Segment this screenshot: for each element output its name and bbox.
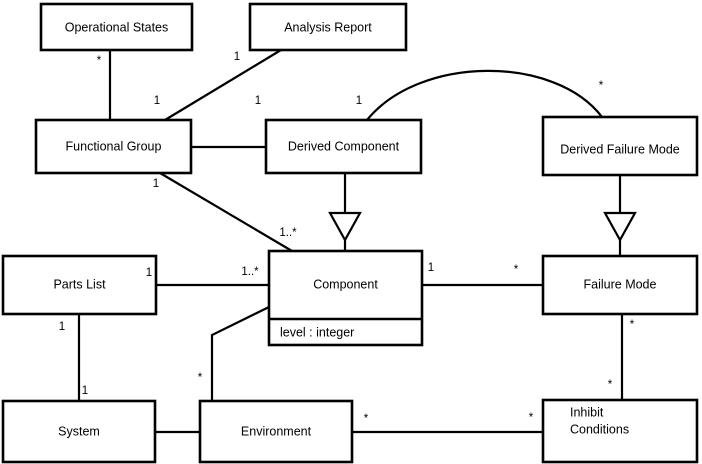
multiplicity-label: 1 bbox=[146, 267, 152, 279]
generalization-derived-failure-mode-to-failure-mode bbox=[603, 175, 637, 256]
association-functional-group-analysis-report bbox=[164, 49, 282, 121]
multiplicity-label: * bbox=[198, 372, 203, 384]
multiplicity-label: * bbox=[364, 413, 369, 425]
multiplicity-label: 1..* bbox=[279, 227, 297, 239]
class-parts-list[interactable]: Parts List bbox=[1, 254, 158, 316]
multiplicity-label: 1 bbox=[234, 51, 240, 63]
class-box[interactable] bbox=[541, 115, 699, 177]
class-box[interactable] bbox=[267, 249, 424, 347]
class-box[interactable] bbox=[248, 2, 408, 52]
class-box[interactable] bbox=[541, 254, 699, 316]
class-name-label: Parts List bbox=[53, 277, 106, 291]
class-name-label: Operational States bbox=[65, 20, 169, 34]
class-box[interactable] bbox=[264, 118, 423, 175]
class-attribute-label: level : integer bbox=[280, 325, 354, 339]
association-derived-component-derived-failure-mode bbox=[366, 69, 603, 121]
generalization-triangle-icon bbox=[603, 211, 637, 243]
association-component-environment bbox=[210, 306, 270, 401]
association-lines bbox=[77, 49, 624, 434]
multiplicity-label: * bbox=[97, 55, 102, 67]
class-name-label: System bbox=[58, 424, 100, 438]
multiplicity-labels: * 1 1 1 1 * 1 1..* 1 1..* 1 1 1 * * * * … bbox=[59, 51, 635, 425]
multiplicity-label: * bbox=[630, 319, 635, 331]
multiplicity-label: 1 bbox=[356, 95, 362, 107]
class-box[interactable] bbox=[34, 118, 193, 175]
class-name-label: Failure Mode bbox=[584, 277, 657, 291]
generalization-triangle-icon bbox=[328, 211, 362, 243]
multiplicity-label: * bbox=[599, 80, 604, 92]
multiplicity-label: 1 bbox=[154, 95, 160, 107]
class-inhibit-conditions[interactable]: Inhibit Conditions bbox=[541, 398, 699, 464]
multiplicity-label: 1 bbox=[59, 321, 65, 333]
class-environment[interactable]: Environment bbox=[198, 399, 354, 464]
multiplicity-label: 1 bbox=[255, 95, 261, 107]
multiplicity-label: 1 bbox=[428, 262, 434, 274]
class-name-label: Derived Failure Mode bbox=[560, 142, 680, 156]
class-name-label: Functional Group bbox=[66, 139, 162, 153]
class-name-label: Environment bbox=[241, 424, 312, 438]
class-name-label: Analysis Report bbox=[284, 20, 372, 34]
class-name-label: Derived Component bbox=[288, 139, 400, 153]
class-derived-failure-mode[interactable]: Derived Failure Mode bbox=[541, 115, 699, 177]
multiplicity-label: 1..* bbox=[241, 266, 259, 278]
class-system[interactable]: System bbox=[1, 399, 157, 464]
multiplicity-label: * bbox=[608, 379, 613, 391]
class-box[interactable] bbox=[1, 254, 158, 316]
multiplicity-label: * bbox=[529, 412, 534, 424]
class-component[interactable]: Component level : integer bbox=[267, 249, 424, 347]
multiplicity-label: * bbox=[514, 264, 519, 276]
association-functional-group-component bbox=[159, 172, 293, 252]
class-name-label-line2: Conditions bbox=[570, 422, 629, 436]
class-box[interactable] bbox=[541, 398, 699, 464]
class-box[interactable] bbox=[198, 399, 354, 464]
generalization-derived-component-to-component bbox=[328, 173, 362, 251]
class-failure-mode[interactable]: Failure Mode bbox=[541, 254, 699, 316]
multiplicity-label: 1 bbox=[82, 385, 88, 397]
class-box[interactable] bbox=[39, 2, 194, 52]
class-functional-group[interactable]: Functional Group bbox=[34, 118, 193, 175]
class-operational-states[interactable]: Operational States bbox=[39, 2, 194, 52]
class-name-label-line1: Inhibit bbox=[570, 405, 604, 419]
multiplicity-label: 1 bbox=[153, 178, 159, 190]
class-derived-component[interactable]: Derived Component bbox=[264, 118, 423, 175]
class-name-label: Component bbox=[313, 277, 378, 291]
class-analysis-report[interactable]: Analysis Report bbox=[248, 2, 408, 52]
class-box[interactable] bbox=[1, 399, 157, 464]
